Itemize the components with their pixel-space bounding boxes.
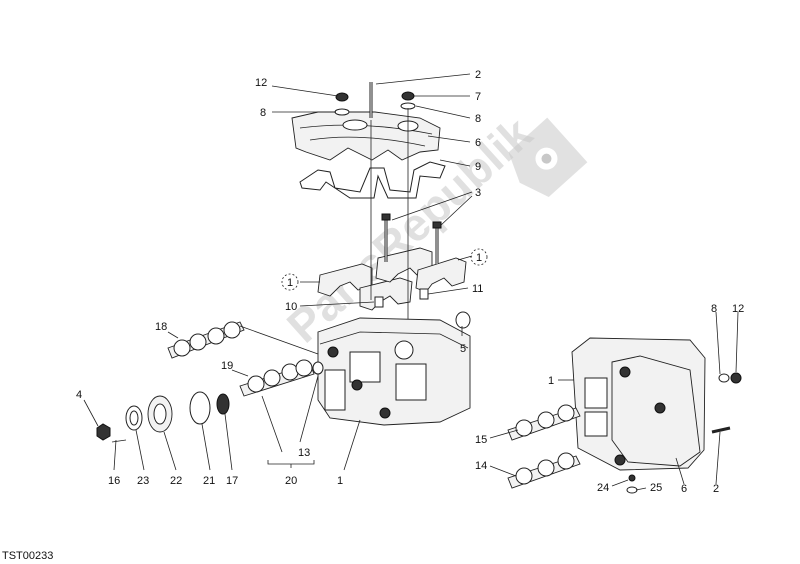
callout-9: 9	[475, 161, 481, 173]
valve-cover-gasket	[299, 161, 446, 199]
callout-8: 8	[475, 113, 481, 125]
callout-5: 5	[460, 343, 466, 355]
callout-6: 6	[681, 483, 687, 495]
callout-19: 19	[221, 360, 233, 372]
callout-1: 1	[337, 475, 343, 487]
callout-1: 1	[476, 252, 482, 264]
callout-14: 14	[475, 460, 487, 472]
callout-12: 12	[255, 77, 267, 89]
callout-6: 6	[475, 137, 481, 149]
callout-21: 21	[203, 475, 215, 487]
timing-parts	[96, 391, 230, 443]
small-bolts-right	[626, 426, 731, 494]
callout-18: 18	[155, 321, 167, 333]
callout-25: 25	[650, 482, 662, 494]
callout-12: 12	[732, 303, 744, 315]
callout-11: 11	[472, 283, 483, 295]
callout-1: 1	[548, 375, 554, 387]
callout-3: 3	[475, 187, 481, 199]
callout-24: 24	[597, 482, 609, 494]
callout-2: 2	[713, 483, 719, 495]
cover-bolts	[334, 82, 416, 118]
callout-23: 23	[137, 475, 149, 487]
callout-13: 13	[298, 447, 310, 459]
camshaft-assembled-upper	[507, 404, 581, 441]
cylinder-head-assembled	[571, 337, 742, 471]
callout-4: 4	[76, 389, 82, 401]
callout-2: 2	[475, 69, 481, 81]
watermark-logo	[508, 117, 588, 198]
camshaft-caps	[317, 213, 467, 311]
camshaft-upper	[167, 321, 319, 359]
camshaft-assembled-lower	[507, 452, 581, 489]
leader-lines	[83, 73, 739, 491]
callout-8: 8	[260, 107, 266, 119]
callout-17: 17	[226, 475, 238, 487]
callout-10: 10	[285, 301, 297, 313]
callout-labels: 12 8 2 7 8 6 9 3 1 1 10 11 18 5 19 4 13 …	[76, 69, 744, 495]
cylinder-head-front	[317, 311, 471, 426]
camshaft-lower	[239, 359, 324, 397]
callout-1: 1	[287, 277, 293, 289]
drawing-code: TST00233	[2, 550, 53, 562]
callout-7: 7	[475, 91, 481, 103]
callout-15: 15	[475, 434, 487, 446]
callout-8: 8	[711, 303, 717, 315]
valve-cover	[291, 111, 441, 161]
callout-20: 20	[285, 475, 297, 487]
callout-22: 22	[170, 475, 182, 487]
reference-circle	[470, 248, 488, 266]
reference-circle	[281, 273, 299, 291]
callout-16: 16	[108, 475, 120, 487]
